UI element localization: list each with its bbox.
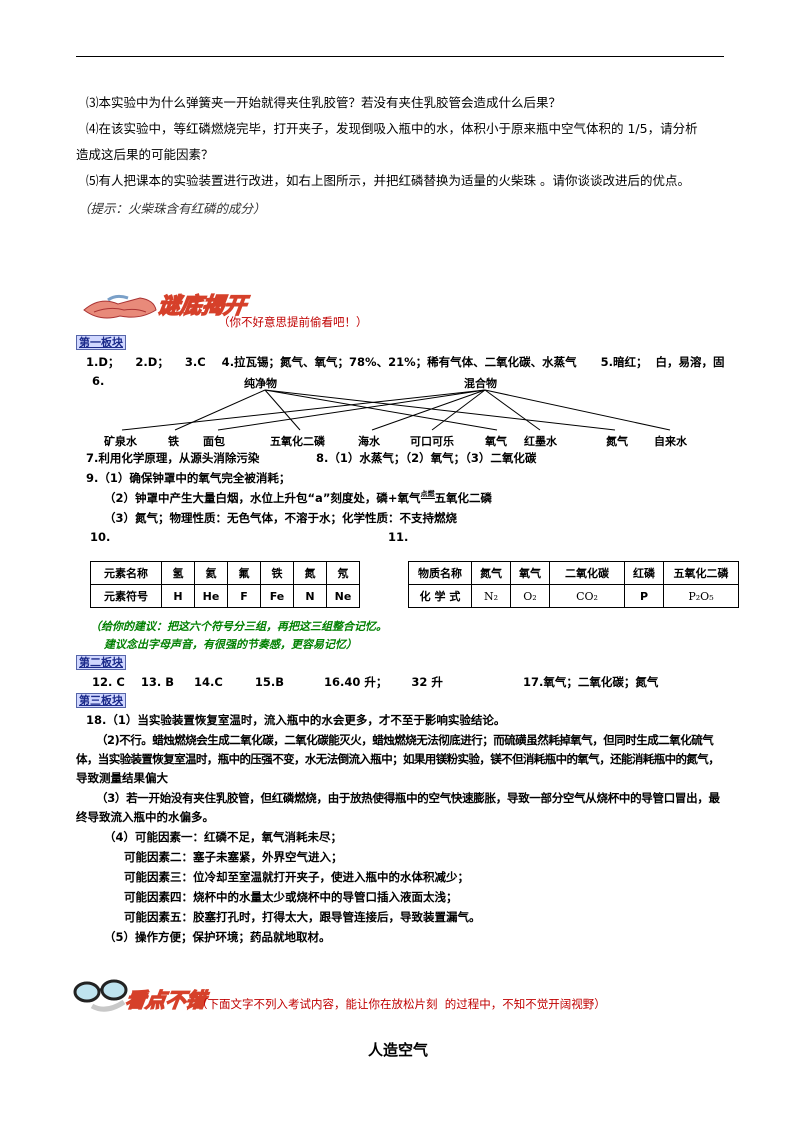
item-p2o5: 五氧化二磷	[270, 435, 325, 448]
answer-7: 7.利用化学原理，从源头消除污染	[86, 451, 260, 465]
table-cell: 氟	[227, 561, 261, 585]
answer-9-2: （2）钟罩中产生大量白烟，水位上升包“a”刻度处，磷+氧气点燃五氧化二磷	[104, 490, 493, 505]
classification-lines	[121, 389, 671, 431]
question-3: ⑶本实验中为什么弹簧夹一开始就得夹住乳胶管？若没有夹住乳胶管会造成什么后果？	[86, 95, 562, 110]
item-bread: 面包	[203, 435, 225, 448]
footer-banner-note: （下面文字不列入考试内容，能让你在放松片刻 的过程中，不知不觉开阔视野）	[196, 997, 606, 1011]
table-cell: 氢	[161, 561, 195, 585]
answer-line-12-17: 12. C 13. B 14.C 15.B 16.40 升； 32 升 17.氧…	[92, 675, 659, 689]
item-cola: 可口可乐	[410, 435, 454, 448]
table-cell: Ne	[326, 584, 360, 608]
header-rule	[76, 56, 724, 57]
answer-9-3: （3）氮气；物理性质：无色气体，不溶于水；化学性质：不支持燃烧	[104, 511, 457, 525]
table-cell: 五氧化二磷	[663, 561, 739, 585]
table-cell: N₂	[471, 584, 511, 608]
answer-9-1: 9.（1）确保钟罩中的氧气完全被消耗；	[86, 471, 291, 485]
answer-10-label: 10.	[90, 530, 111, 544]
table-cell: 氖	[326, 561, 360, 585]
table-cell: 氧气	[510, 561, 550, 585]
answer-18-4-1: （4）可能因素一：红磷不足，氧气消耗未尽；	[104, 830, 342, 844]
answer-18-1: 18.（1）当实验装置恢复室温时，流入瓶中的水会更多，才不至于影响实验结论。	[86, 713, 506, 727]
hint-text: （提示：火柴珠含有红磷的成分）	[78, 201, 266, 216]
article-title: 人造空气	[368, 1041, 429, 1059]
table-cell: 化 学 式	[408, 584, 472, 608]
table-cell: He	[194, 584, 228, 608]
table-row: 物质名称 氮气 氧气 二氧化碳 红磷 五氧化二磷	[408, 561, 739, 585]
section-2-tag: 第二板块	[76, 655, 126, 670]
section-3-tag: 第三板块	[76, 693, 126, 708]
table-cell: 氮气	[471, 561, 511, 585]
item-tap-water: 自来水	[654, 435, 687, 448]
chemical-formula-table: 物质名称 氮气 氧气 二氧化碳 红磷 五氧化二磷 化 学 式 N₂ O₂ CO₂…	[408, 561, 739, 608]
table-cell: 物质名称	[408, 561, 472, 585]
pure-substance-label: 纯净物	[244, 377, 277, 390]
answer-line-1: 1.D； 2.D； 3.C 4.拉瓦锡；氮气、氧气；78%、21%；稀有气体、二…	[86, 355, 725, 369]
table-row: 元素符号 H He F Fe N Ne	[90, 584, 360, 608]
item-red-ink: 红墨水	[524, 435, 557, 448]
table-cell: CO₂	[549, 584, 625, 608]
table-row: 化 学 式 N₂ O₂ CO₂ P P₂O₅	[408, 584, 739, 608]
answer-18-2c: 导致测量结果偏大	[76, 771, 168, 785]
answer-18-2b: 体，当实验装置恢复室温时，瓶中的压强不变，水无法倒流入瓶中；如果用镁粉实验，镁不…	[76, 752, 720, 766]
section-1-tag: 第一板块	[76, 335, 126, 350]
answer-18-4-5: 可能因素五：胶塞打孔时，打得太大，跟导管连接后，导致装置漏气。	[124, 910, 481, 924]
table-cell: P₂O₅	[663, 584, 739, 608]
answer-18-3b: 终导致流入瓶中的水偏多。	[76, 810, 214, 824]
reaction-condition: 点燃	[420, 490, 435, 499]
table-cell: 红磷	[624, 561, 664, 585]
advice-line-1: （给你的建议：把这六个符号分三组，再把这三组整合记忆。	[90, 620, 387, 633]
question-4: ⑷在该实验中，等红磷燃烧完毕，打开夹子，发现倒吸入瓶中的水，体积小于原来瓶中空气…	[86, 121, 698, 136]
item-iron: 铁	[168, 435, 179, 448]
question-4-cont: 造成这后果的可能因素？	[76, 147, 214, 162]
glasses-icon	[72, 976, 132, 1016]
table-cell: H	[161, 584, 195, 608]
table-row: 元素名称 氢 氦 氟 铁 氮 氖	[90, 561, 360, 585]
answer-18-3a: （3）若一开始没有夹住乳胶管，但红磷燃烧，由于放热使得瓶中的空气快速膨胀，导致一…	[96, 791, 720, 805]
table-cell: P	[624, 584, 664, 608]
table-cell: 二氧化碳	[549, 561, 625, 585]
answer-18-4-2: 可能因素二：塞子未塞紧，外界空气进入；	[124, 850, 343, 864]
table-cell: Fe	[260, 584, 294, 608]
table-cell: F	[227, 584, 261, 608]
item-seawater: 海水	[358, 435, 380, 448]
table-cell: 元素名称	[90, 561, 162, 585]
answer-8: 8.（1）水蒸气；（2）氧气；（3）二氧化碳	[316, 451, 537, 465]
table-cell: 氦	[194, 561, 228, 585]
advice-line-2: 建议念出字母声音，有很强的节奏感，更容易记忆）	[104, 638, 357, 651]
item-oxygen: 氧气	[485, 435, 507, 448]
answers-banner-note: （你不好意思提前偷看吧！）	[218, 315, 368, 329]
handshake-icon	[80, 290, 160, 326]
item-nitrogen: 氮气	[606, 435, 628, 448]
table-cell: 元素符号	[90, 584, 162, 608]
item-mineral-water: 矿泉水	[104, 435, 137, 448]
answer-18-4-4: 可能因素四：烧杯中的水量太少或烧杯中的导管口插入液面太浅；	[124, 890, 458, 904]
table-cell: N	[293, 584, 327, 608]
table-cell: 铁	[260, 561, 294, 585]
answer-18-5: （5）操作方便；保护环境；药品就地取材。	[104, 930, 331, 944]
question-5: ⑸有人把课本的实验装置进行改进，如右上图所示，并把红磷替换为适量的火柴珠 。请你…	[86, 173, 690, 188]
answer-11-label: 11.	[388, 530, 409, 544]
mixture-label: 混合物	[464, 377, 497, 390]
table-cell: O₂	[510, 584, 550, 608]
answer-18-4-3: 可能因素三：位冷却至室温就打开夹子，使进入瓶中的水体积减少；	[124, 870, 469, 884]
table-cell: 氮	[293, 561, 327, 585]
answer-6-label: 6.	[92, 374, 105, 388]
element-symbol-table: 元素名称 氢 氦 氟 铁 氮 氖 元素符号 H He F Fe N Ne	[90, 561, 360, 608]
answer-18-2a: （2)不行。蜡烛燃烧会生成二氧化碳，二氧化碳能灭火，蜡烛燃烧无法彻底进行；而硫磺…	[96, 733, 714, 747]
